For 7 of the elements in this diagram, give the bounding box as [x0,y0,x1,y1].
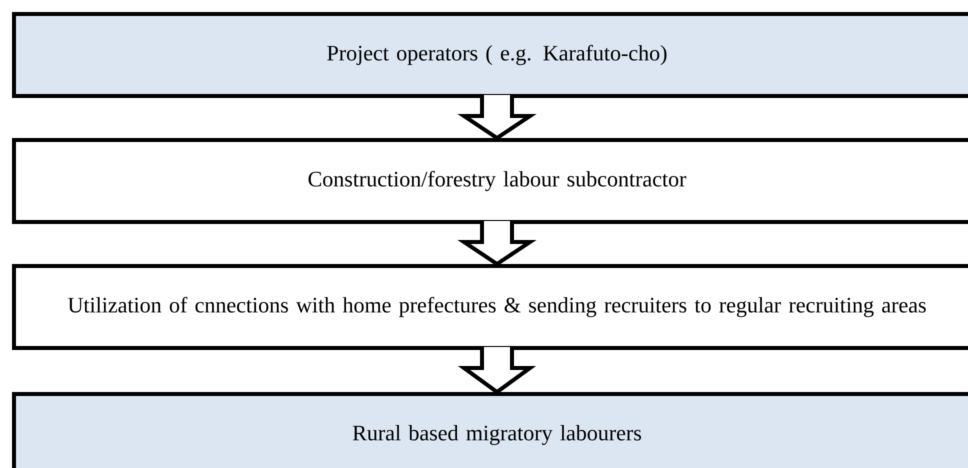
block-arrow [458,345,536,394]
block-arrow [457,219,537,266]
process-box: Rural based migratory labourers [12,392,968,468]
process-box: Utilization of cnnections with home prefectures & sending recruiters to regular recruiting areas [12,264,968,350]
process-box: Project operators ( e.g. Karafuto-cho) [12,12,968,98]
process-box: Construction/forestry labour subcontractor [12,138,968,224]
block-arrow [457,93,537,140]
